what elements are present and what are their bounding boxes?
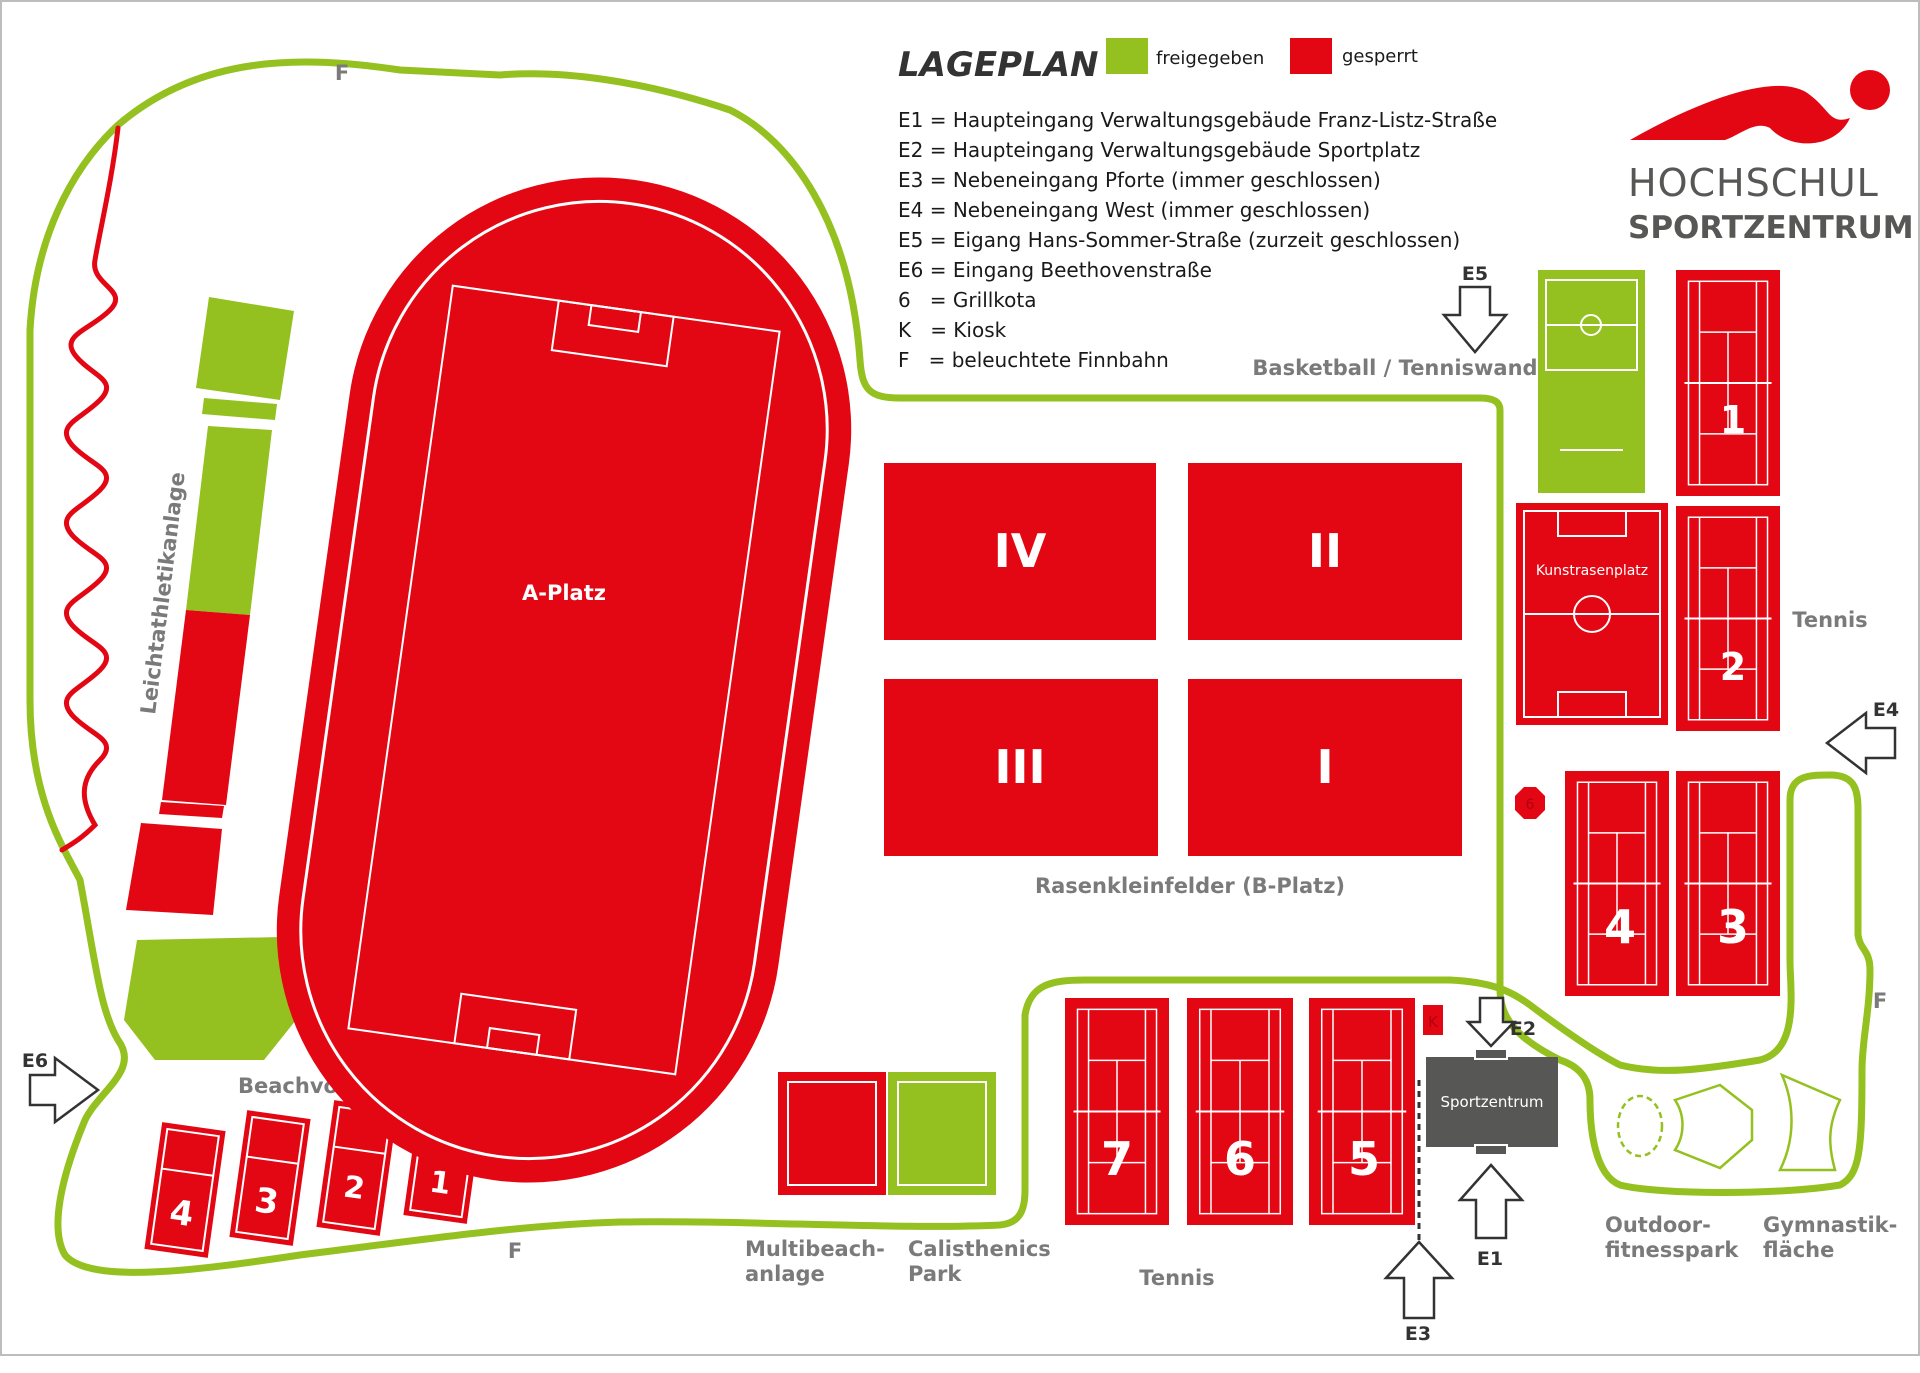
gymnastik-label-1: Gymnastik- — [1763, 1213, 1897, 1237]
leichtathletik-strip — [126, 297, 294, 915]
field-iv: IV — [994, 524, 1047, 578]
grillkota-label: 6 — [1526, 797, 1535, 813]
tennis-court — [1565, 771, 1669, 996]
logo-line2: SPORTZENTRUM — [1628, 210, 1914, 246]
field-iii: III — [994, 740, 1045, 794]
tennis-court — [1676, 270, 1780, 496]
tennis-court — [1676, 771, 1780, 996]
e2-label: E2 — [1510, 1018, 1536, 1040]
gymnastik-shape — [1777, 1072, 1842, 1172]
tennis-court — [1309, 998, 1415, 1225]
finnbahn-path — [26, 58, 1874, 1276]
legend-entry: E5 = Eigang Hans-Sommer-Straße (zurzeit … — [898, 228, 1460, 252]
legend-entries: E1 = Haupteingang Verwaltungsgebäude Fra… — [898, 108, 1497, 372]
beachvolleyball-area — [124, 937, 300, 1060]
legend-entry: K = Kiosk — [898, 318, 1007, 342]
a-platz-label: A-Platz — [522, 581, 606, 605]
calisthenics-area — [888, 1072, 996, 1195]
red-track-curve — [59, 125, 121, 853]
logo-swoosh-icon — [1630, 85, 1850, 144]
legend-entry: E4 = Nebeneingang West (immer geschlosse… — [898, 198, 1370, 222]
rasenkleinfelder-label: Rasenkleinfelder (B-Platz) — [1035, 874, 1345, 898]
kiosk-label: K — [1428, 1013, 1439, 1031]
tennis-court — [1676, 506, 1780, 731]
beach-court-3: 3 — [252, 1180, 281, 1223]
e5-label: E5 — [1462, 263, 1488, 285]
multibeach-label-1: Multibeach- — [745, 1237, 885, 1261]
outdoor-fitnesspark-shapes — [1616, 1083, 1754, 1170]
legend-released-swatch — [1106, 38, 1148, 74]
tennis-court-1: 1 — [1720, 398, 1746, 442]
e1-arrow-icon — [1457, 1163, 1525, 1240]
rasenkleinfelder — [884, 463, 1462, 856]
legend-entry: E2 = Haupteingang Verwaltungsgebäude Spo… — [898, 138, 1420, 162]
e3-label: E3 — [1405, 1323, 1431, 1345]
finnbahn-marker-top: F — [335, 61, 349, 85]
basketball-label: Basketball / Tenniswand — [1252, 356, 1537, 380]
tennis-court-6: 6 — [1224, 1132, 1256, 1186]
calisthenics-label-2: Park — [908, 1262, 962, 1286]
legend-locked-label: gesperrt — [1342, 46, 1418, 67]
legend-title: LAGEPLAN — [898, 45, 1098, 85]
outdoor-label-1: Outdoor- — [1605, 1213, 1711, 1237]
legend-entry: E6 = Eingang Beethovenstraße — [898, 258, 1212, 282]
logo-line1: HOCHSCHUL — [1628, 161, 1879, 205]
beach-court-2: 2 — [341, 1170, 367, 1208]
kunstrasen-label: Kunstrasenplatz — [1536, 563, 1648, 579]
e6-arrow-icon — [28, 1055, 101, 1125]
logo-dot-icon — [1850, 70, 1890, 110]
legend-entry: 6 = Grillkota — [898, 288, 1037, 312]
legend-entry: E1 = Haupteingang Verwaltungsgebäude Fra… — [898, 108, 1497, 132]
legend-entry: E3 = Nebeneingang Pforte (immer geschlos… — [898, 168, 1381, 192]
hochschulsport-logo: HOCHSCHUL SPORTZENTRUM — [1628, 70, 1914, 246]
e6-label: E6 — [22, 1050, 48, 1072]
legend-entry: F = beleuchtete Finnbahn — [898, 348, 1169, 372]
tennis-court — [1065, 998, 1169, 1225]
beach-court-1: 1 — [427, 1165, 453, 1203]
sportzentrum-building — [1426, 1048, 1558, 1156]
outdoor-label-2: fitnesspark — [1605, 1238, 1739, 1262]
field-i: I — [1316, 740, 1333, 794]
tennis-court-3: 3 — [1717, 900, 1749, 954]
calisthenics-label-1: Calisthenics — [908, 1237, 1051, 1261]
legend-locked-swatch — [1290, 38, 1332, 74]
a-platz-stadium — [276, 177, 852, 1183]
finnbahn-marker-bottom: F — [508, 1239, 522, 1263]
e5-arrow-icon — [1441, 285, 1509, 354]
e3-arrow-icon — [1383, 1240, 1455, 1320]
tennis-court — [1187, 998, 1293, 1225]
tennis-court-7: 7 — [1101, 1132, 1133, 1186]
tennis-bottom-label: Tennis — [1139, 1266, 1214, 1290]
tennis-courts-bottom — [1065, 998, 1415, 1225]
basketball-court — [1538, 270, 1645, 493]
tennis-right-label: Tennis — [1792, 608, 1867, 632]
legend-released-label: freigegeben — [1156, 48, 1264, 69]
e4-label: E4 — [1873, 699, 1899, 721]
e1-label: E1 — [1477, 1248, 1503, 1270]
grillkota-marker — [1515, 787, 1545, 819]
kunstrasenplatz — [1516, 503, 1668, 725]
e2-arrow-icon — [1465, 996, 1517, 1048]
tennis-court-4: 4 — [1604, 900, 1636, 954]
tennis-courts-right — [1565, 270, 1780, 996]
e4-arrow-icon — [1824, 710, 1897, 776]
field-ii: II — [1308, 524, 1342, 578]
multibeach-label-2: anlage — [745, 1262, 825, 1286]
beach-court-4: 4 — [167, 1192, 196, 1235]
gymnastik-label-2: fläche — [1763, 1238, 1834, 1262]
tennis-court-2: 2 — [1720, 645, 1746, 689]
multibeach-area — [778, 1072, 886, 1195]
finnbahn-marker-right: F — [1873, 989, 1887, 1013]
sportzentrum-label: Sportzentrum — [1440, 1093, 1543, 1111]
kiosk-marker — [1423, 1005, 1443, 1035]
tennis-court-5: 5 — [1348, 1132, 1380, 1186]
